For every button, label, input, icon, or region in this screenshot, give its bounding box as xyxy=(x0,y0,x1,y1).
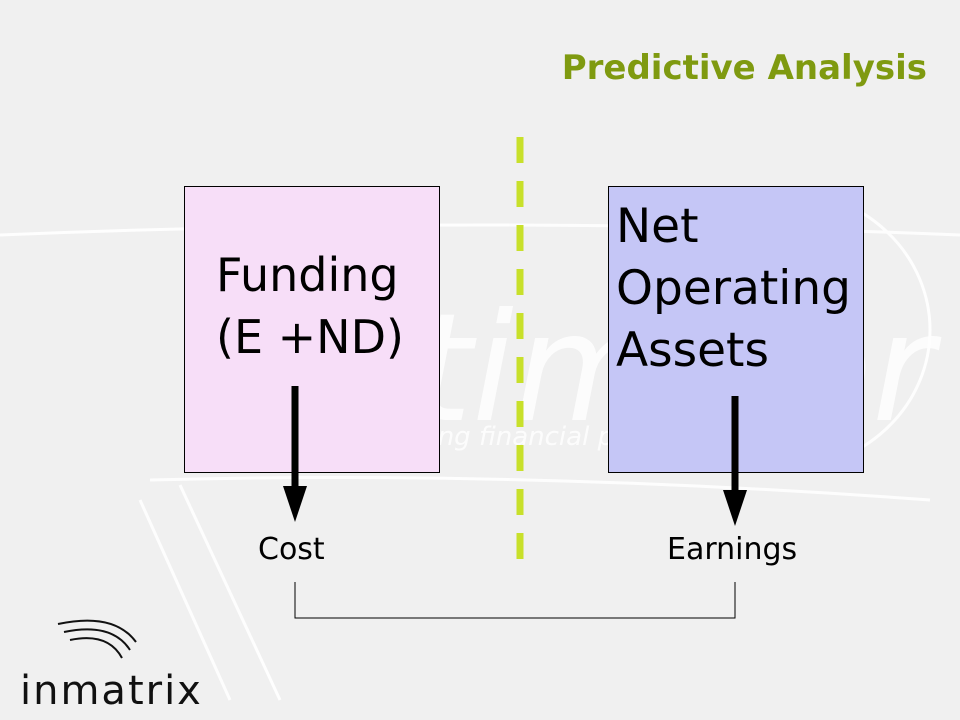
funding-box xyxy=(184,186,440,473)
net-operating-assets-label: Net Operating Assets xyxy=(616,196,851,382)
inmatrix-logo-text: inmatrix xyxy=(20,668,203,714)
noa-label-line-1: Net xyxy=(616,199,699,254)
noa-label-line-3: Assets xyxy=(616,323,769,378)
funding-label-line-1: Funding xyxy=(216,248,399,302)
cost-label: Cost xyxy=(258,532,325,567)
noa-label-line-2: Operating xyxy=(616,261,851,316)
slide-title: Predictive Analysis xyxy=(561,48,927,88)
inmatrix-logo-swoosh xyxy=(57,619,137,659)
funding-label-line-2: (E +ND) xyxy=(216,310,404,364)
funding-box-label: Funding (E +ND) xyxy=(216,244,404,368)
earnings-label: Earnings xyxy=(667,532,798,567)
